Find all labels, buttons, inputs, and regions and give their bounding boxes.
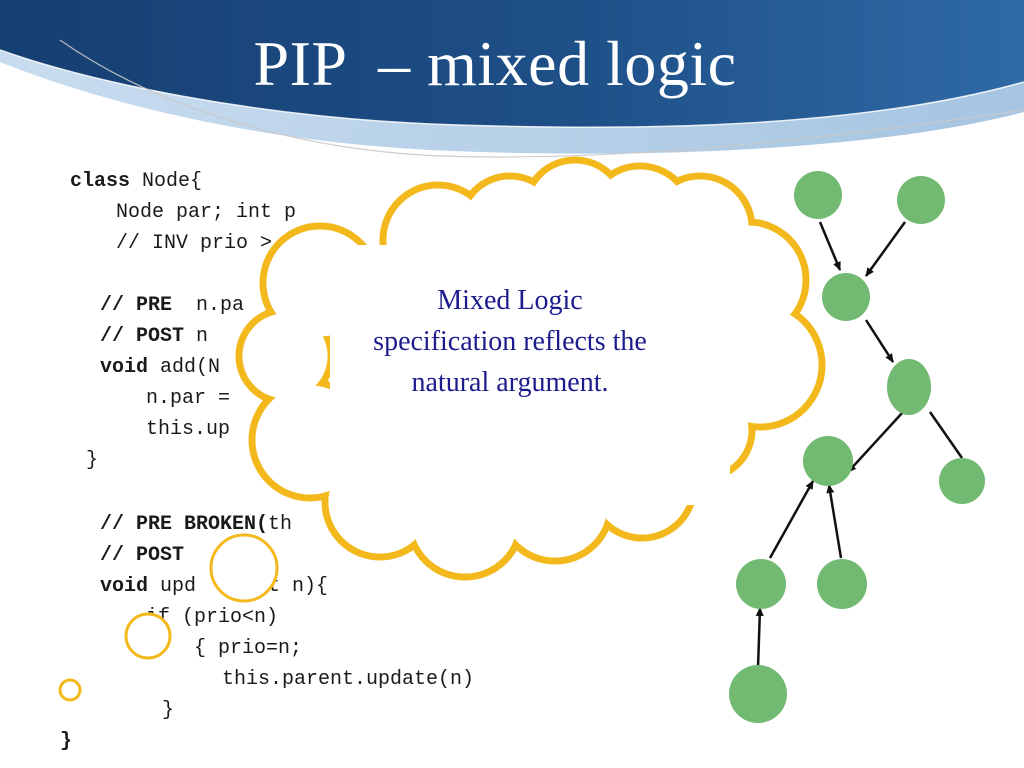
thought-bubble-large: [209, 533, 279, 603]
tree-edge: [928, 411, 964, 459]
code-text: n: [184, 325, 209, 348]
code-text: this.parent.update(n): [222, 668, 475, 691]
tree-edge: [755, 607, 764, 669]
code-text: // INV prio >: [116, 232, 273, 255]
code-line-assign-prio: { prio=n;: [194, 637, 302, 661]
code-line-post: // POST n: [100, 325, 208, 349]
code-line-assign-par: n.par =: [146, 387, 230, 411]
tree-edge: [847, 411, 904, 473]
tree-node: [729, 665, 787, 723]
tree-diagram: [729, 171, 985, 723]
code-text: Node{: [130, 170, 203, 193]
tree-node: [887, 359, 931, 415]
tree-edge: [826, 484, 843, 559]
code-keyword: void: [100, 575, 149, 598]
code-text: { prio=n;: [194, 637, 303, 660]
code-text: n.par =: [146, 387, 231, 410]
tree-edge: [818, 221, 842, 271]
code-line-pre: // PRE n.pa: [100, 294, 244, 318]
tree-edge: [864, 221, 907, 277]
code-text: }: [162, 699, 175, 722]
code-line-invariant: // INV prio >: [116, 232, 272, 256]
code-line-if-close: }: [162, 699, 174, 723]
code-line-call-update: this.up: [146, 418, 230, 442]
code-line-class-decl: class Node{: [70, 170, 202, 194]
code-text: Node par; int p: [116, 201, 297, 224]
thought-bubble-small: [58, 678, 82, 702]
tree-edge: [768, 480, 815, 559]
cloud-caption-line: natural argument.: [411, 367, 609, 398]
tree-node: [817, 559, 867, 609]
code-keyword: }: [60, 730, 73, 753]
code-text: }: [86, 449, 99, 472]
code-text: this.up: [146, 418, 231, 441]
code-line-class-close: }: [60, 730, 72, 754]
code-line-parent-update: this.parent.update(n): [222, 668, 474, 692]
cloud-caption-line: specification reflects the: [373, 326, 647, 357]
tree-node: [803, 436, 853, 486]
tree-node: [736, 559, 786, 609]
tree-node: [822, 273, 870, 321]
cloud-caption-line: Mixed Logic: [437, 285, 583, 316]
code-line-fields: Node par; int p: [116, 201, 296, 225]
cloud-caption: Mixed Logic specification reflects the n…: [320, 280, 700, 403]
tree-node: [939, 458, 985, 504]
code-line-post-2: // POST: [100, 544, 184, 568]
code-keyword: // PRE: [100, 294, 173, 317]
code-line-add-close: }: [86, 449, 98, 473]
header-band: [0, 0, 1024, 158]
code-text: th: [268, 513, 293, 536]
tree-node: [897, 176, 945, 224]
code-keyword: class: [70, 170, 131, 193]
code-keyword: void: [100, 356, 149, 379]
code-text: add(N: [148, 356, 221, 379]
code-text: n.pa: [172, 294, 245, 317]
tree-edge: [864, 319, 895, 363]
code-keyword: // PRE BROKEN(: [100, 513, 269, 536]
thought-cloud: [58, 156, 826, 702]
thought-bubble-medium: [124, 612, 172, 660]
code-line-pre-broken: // PRE BROKEN(th: [100, 513, 292, 537]
slide-title: PIP – mixed logic: [253, 28, 737, 99]
tree-node: [794, 171, 842, 219]
code-keyword: // POST: [100, 325, 185, 348]
code-line-add-decl: void add(N: [100, 356, 220, 380]
code-keyword: // POST: [100, 544, 185, 567]
